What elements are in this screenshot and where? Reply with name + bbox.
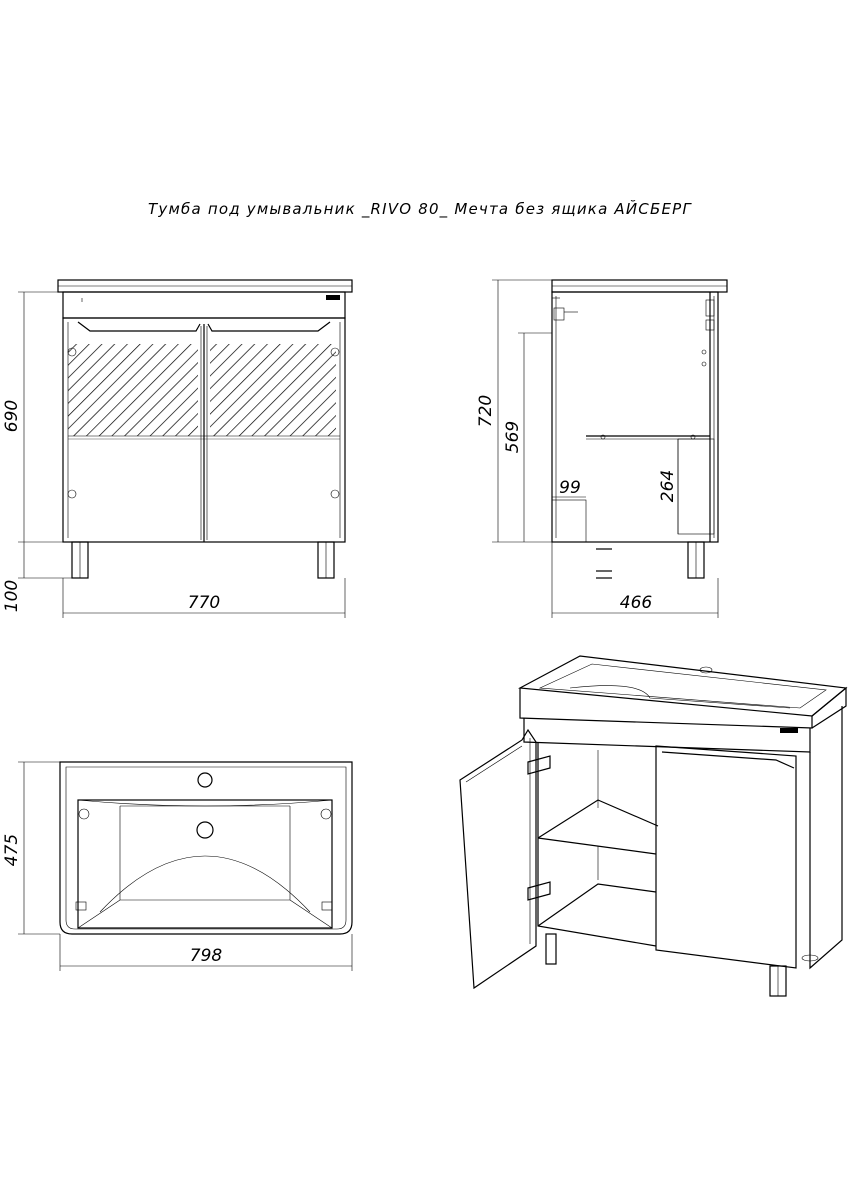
dim-top-width: 798 [190, 946, 223, 966]
front-hinge-icon [67, 347, 77, 357]
side-siphon-icon [553, 307, 565, 321]
top-view: 475 798 [2, 761, 353, 971]
front-shelf-hatch-left [68, 344, 198, 436]
dim-side-height: 720 [476, 395, 496, 427]
front-shelf-hatch-right [210, 344, 336, 436]
front-logo-plate [326, 295, 340, 300]
front-rail [62, 291, 346, 319]
side-view: 720 569 99 264 466 [476, 279, 728, 618]
front-hinge-icon [67, 489, 77, 499]
iso-cabinet-side [809, 706, 843, 970]
front-handle-right [207, 321, 331, 332]
dim-side-leg-offset: 99 [559, 478, 581, 498]
dim-front-leg-height: 100 [2, 580, 22, 612]
front-hinge-icon [330, 489, 340, 499]
drain-hole-icon [196, 821, 214, 839]
dim-side-depth: 466 [620, 593, 653, 613]
dim-side-inner-height: 569 [503, 421, 523, 453]
iso-leg [545, 933, 557, 965]
iso-basin-top [517, 655, 848, 717]
iso-left-door [459, 728, 537, 990]
iso-faucet-hole-icon [699, 666, 713, 674]
mount-icon [320, 808, 332, 820]
iso-shelf [537, 799, 659, 839]
isometric-view [459, 655, 848, 997]
basin-outline [59, 761, 353, 935]
front-handle-left [77, 321, 201, 332]
dim-front-width: 770 [188, 593, 220, 613]
dim-front-height: 690 [2, 400, 22, 432]
drawing-title: Тумба под умывальник _RIVO 80_ Мечта без… [148, 199, 692, 219]
dim-top-depth: 475 [2, 834, 22, 866]
dim-side-shelf-height: 264 [658, 470, 678, 502]
iso-hinge-icon [527, 755, 551, 775]
front-hinge-icon [330, 347, 340, 357]
side-plinth [551, 499, 587, 543]
front-view: 690 100 770 [2, 279, 353, 618]
basin-bowl [77, 799, 333, 929]
faucet-hole-icon [197, 772, 213, 788]
mount-icon [78, 808, 90, 820]
side-corpus [551, 291, 719, 543]
iso-hinge-icon [527, 881, 551, 901]
side-hinge-icon [705, 299, 715, 317]
iso-right-door [655, 745, 797, 969]
